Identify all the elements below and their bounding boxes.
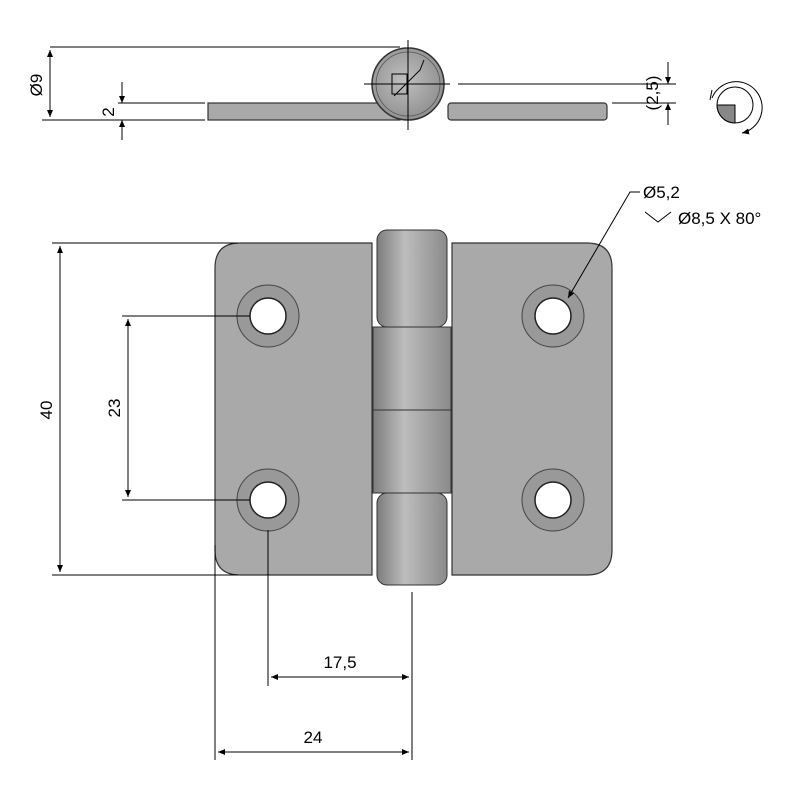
- dim-hole-diameter: Ø5,2: [643, 183, 680, 202]
- countersink-symbol: [644, 211, 672, 223]
- front-view: 40 23 17,5 24 Ø5,2 Ø8,5 X 80°: [37, 183, 761, 760]
- knuckle: [372, 229, 452, 586]
- dim-hole-spacing: 23: [105, 399, 124, 418]
- hole: [236, 284, 300, 348]
- hole: [521, 284, 585, 348]
- dim-pin-offset: (2,5): [643, 76, 662, 111]
- leaf-side-left: [207, 102, 401, 121]
- mounting-holes: [236, 284, 585, 532]
- leaf-side-right: [447, 102, 608, 121]
- dim-countersink: Ø8,5 X 80°: [678, 209, 761, 228]
- leaf-left: [214, 242, 373, 576]
- dim-leaf-thickness: 2: [99, 107, 118, 116]
- dim-height: 40: [37, 401, 56, 420]
- dim-leaf-width: 24: [304, 728, 323, 747]
- hole: [521, 468, 585, 532]
- rotation-view-icon: [709, 81, 763, 135]
- dim-pin-diameter: Ø9: [27, 74, 46, 97]
- top-view: Ø9 2 (2,5): [27, 40, 763, 140]
- dim-hole-to-axis: 17,5: [323, 653, 356, 672]
